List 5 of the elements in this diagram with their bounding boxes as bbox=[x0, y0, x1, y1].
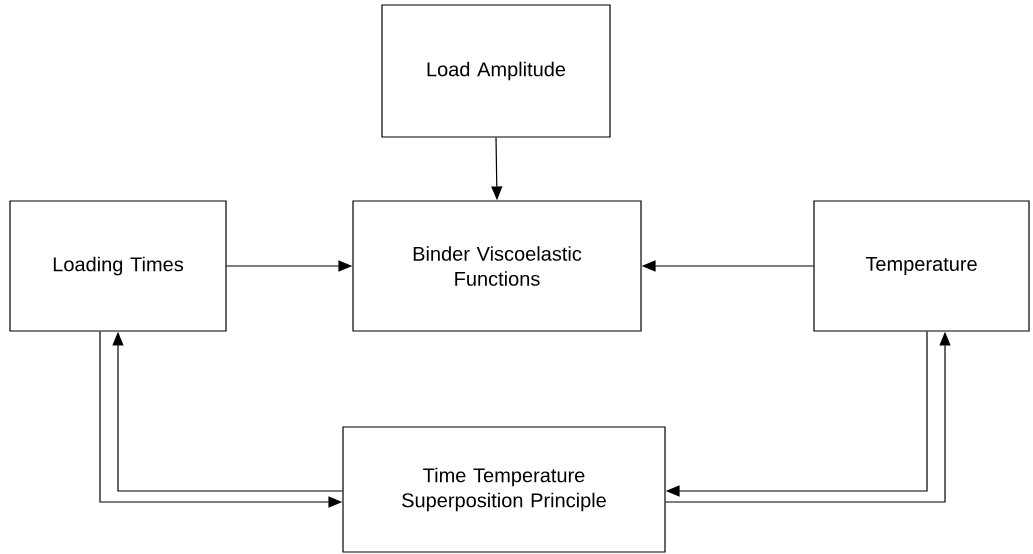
process-box: Load Amplitude bbox=[381, 4, 611, 138]
process-box: Binder Viscoelastic Functions bbox=[352, 200, 642, 332]
process-box: Time Temperature Superposition Principle bbox=[342, 426, 666, 553]
process-box: Temperature bbox=[813, 200, 1030, 332]
process-box: Loading Times bbox=[9, 200, 227, 332]
